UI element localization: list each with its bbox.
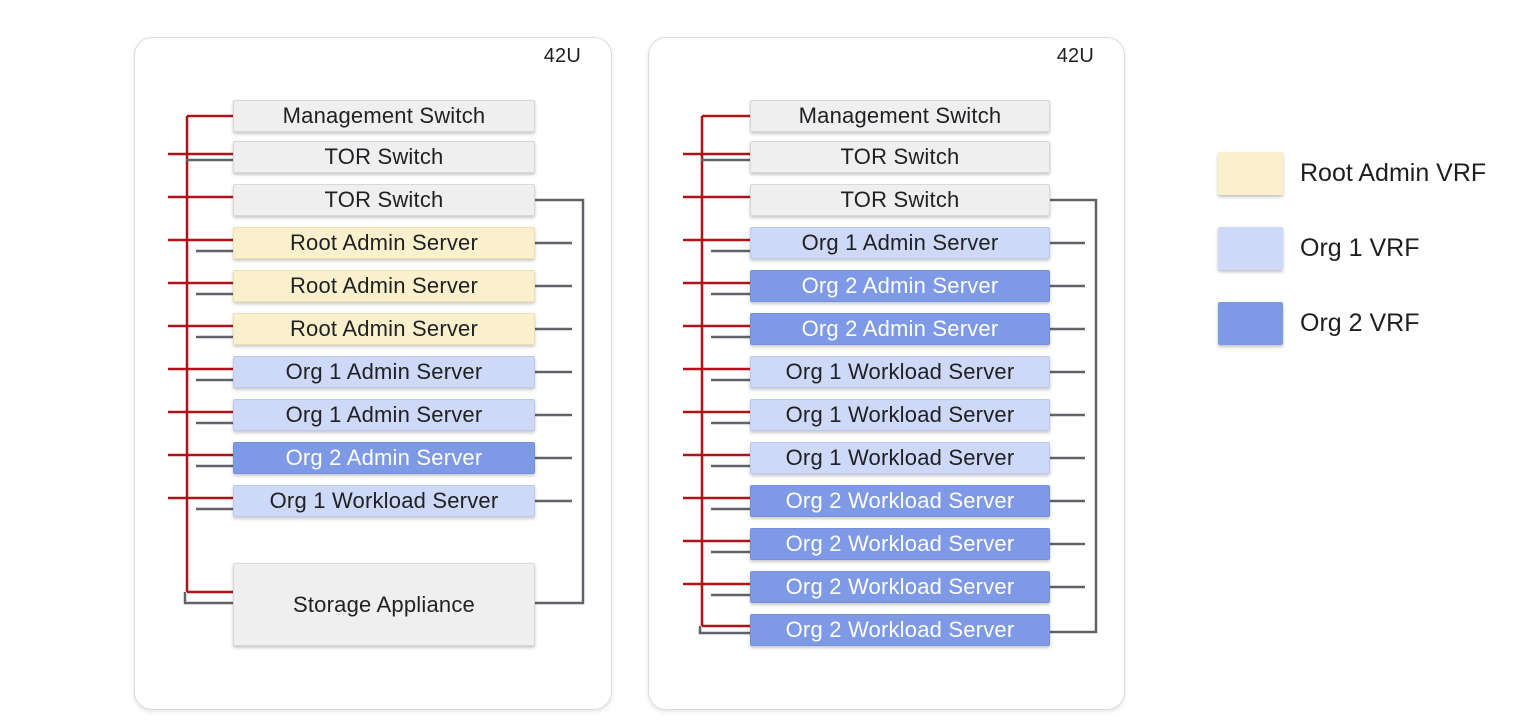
device-org-1-admin-server: Org 1 Admin Server	[233, 399, 535, 431]
legend-item-root-admin-vrf: Root Admin VRF	[1218, 152, 1486, 195]
device-org-1-workload-server: Org 1 Workload Server	[233, 485, 535, 517]
device-tor-switch: TOR Switch	[750, 184, 1050, 216]
device-storage-appliance: Storage Appliance	[233, 563, 535, 646]
legend-label-root-admin-vrf: Root Admin VRF	[1300, 159, 1487, 187]
rack-1-capacity-label: 42U	[543, 45, 581, 67]
legend-item-org-2-vrf: Org 2 VRF	[1218, 302, 1419, 345]
legend-label-org-2-vrf: Org 2 VRF	[1300, 309, 1420, 337]
legend-swatch-root-admin-vrf	[1218, 152, 1283, 195]
device-root-admin-server: Root Admin Server	[233, 270, 535, 302]
device-org-1-workload-server: Org 1 Workload Server	[750, 356, 1050, 388]
device-org-2-admin-server: Org 2 Admin Server	[233, 442, 535, 474]
device-management-switch: Management Switch	[233, 100, 535, 132]
device-org-2-admin-server: Org 2 Admin Server	[750, 270, 1050, 302]
device-org-2-workload-server: Org 2 Workload Server	[750, 571, 1050, 603]
device-root-admin-server: Root Admin Server	[233, 227, 535, 259]
device-org-2-workload-server: Org 2 Workload Server	[750, 614, 1050, 646]
device-org-2-admin-server: Org 2 Admin Server	[750, 313, 1050, 345]
rack-2-capacity-label: 42U	[1056, 45, 1094, 67]
device-org-1-admin-server: Org 1 Admin Server	[233, 356, 535, 388]
device-org-2-workload-server: Org 2 Workload Server	[750, 528, 1050, 560]
device-tor-switch: TOR Switch	[750, 141, 1050, 173]
legend-item-org-1-vrf: Org 1 VRF	[1218, 227, 1419, 270]
device-org-1-workload-server: Org 1 Workload Server	[750, 442, 1050, 474]
device-root-admin-server: Root Admin Server	[233, 313, 535, 345]
device-org-2-workload-server: Org 2 Workload Server	[750, 485, 1050, 517]
device-org-1-admin-server: Org 1 Admin Server	[750, 227, 1050, 259]
device-tor-switch: TOR Switch	[233, 184, 535, 216]
device-management-switch: Management Switch	[750, 100, 1050, 132]
legend-label-org-1-vrf: Org 1 VRF	[1300, 234, 1420, 262]
legend-swatch-org-2-vrf	[1218, 302, 1283, 345]
device-org-1-workload-server: Org 1 Workload Server	[750, 399, 1050, 431]
device-tor-switch: TOR Switch	[233, 141, 535, 173]
legend-swatch-org-1-vrf	[1218, 227, 1283, 270]
